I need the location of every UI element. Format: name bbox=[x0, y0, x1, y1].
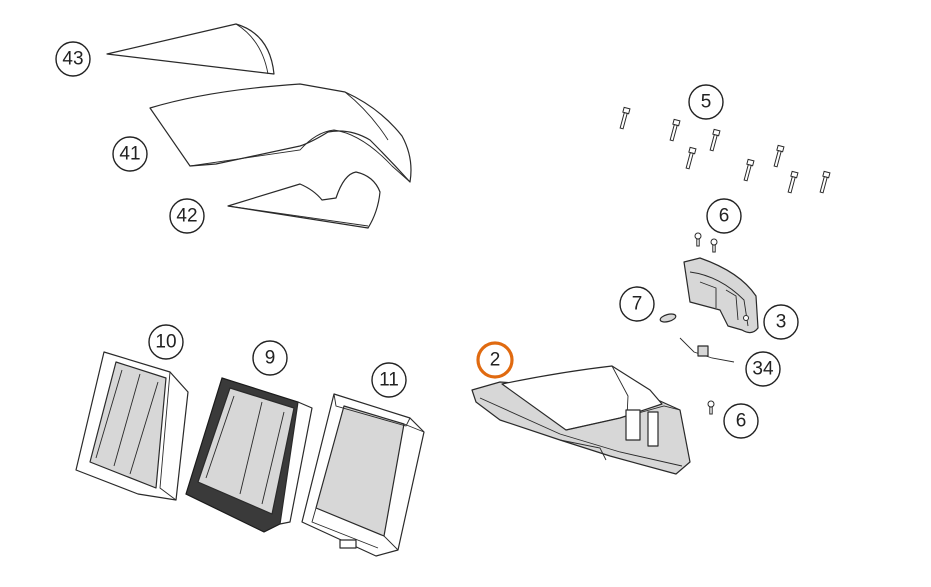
callout-ring bbox=[745, 351, 781, 387]
part-43-pad bbox=[106, 23, 275, 75]
callout-ring bbox=[112, 136, 148, 172]
callout-ring bbox=[706, 198, 742, 234]
callout-ring bbox=[148, 324, 184, 360]
callout-label: 43 bbox=[62, 49, 83, 70]
part-3-bracket bbox=[683, 257, 759, 334]
callout-41: 41 bbox=[112, 136, 148, 172]
callout-2: 2 bbox=[476, 341, 514, 379]
callout-43: 43 bbox=[55, 41, 91, 77]
part-7-clip bbox=[659, 313, 677, 323]
callout-9: 9 bbox=[252, 340, 288, 376]
part-34-sensor bbox=[679, 337, 735, 363]
callout-ring bbox=[371, 362, 407, 398]
callout-label: 3 bbox=[776, 312, 787, 333]
part-11-cage bbox=[301, 393, 425, 557]
callout-5: 5 bbox=[688, 84, 724, 120]
callout-label: 34 bbox=[752, 359, 774, 380]
callout-ring bbox=[688, 84, 724, 120]
callout-label: 7 bbox=[632, 294, 643, 315]
callout-ring bbox=[723, 403, 759, 439]
callout-3: 3 bbox=[763, 304, 799, 340]
callout-7: 7 bbox=[619, 286, 655, 322]
callout-34: 34 bbox=[745, 351, 781, 387]
callout-ring bbox=[619, 286, 655, 322]
callout-6b: 6 bbox=[723, 403, 759, 439]
part-6-small-screws bbox=[694, 232, 718, 253]
part-9-filter bbox=[185, 377, 313, 533]
callout-ring bbox=[55, 41, 91, 77]
callout-label: 41 bbox=[119, 144, 140, 165]
callout-42: 42 bbox=[169, 198, 205, 234]
part-2-airbox-housing bbox=[471, 365, 691, 475]
callout-10: 10 bbox=[148, 324, 184, 360]
callout-label: 42 bbox=[176, 206, 197, 227]
part-10-frame bbox=[75, 351, 189, 501]
callout-11: 11 bbox=[371, 362, 407, 398]
callout-label: 5 bbox=[701, 92, 712, 113]
callout-ring bbox=[252, 340, 288, 376]
callout-label: 6 bbox=[719, 206, 730, 227]
part-41-pad bbox=[149, 83, 412, 183]
part-42-pad bbox=[227, 171, 381, 229]
callout-ring-highlighted bbox=[476, 341, 514, 379]
callout-ring bbox=[763, 304, 799, 340]
callout-label: 2 bbox=[490, 350, 501, 371]
callout-6a: 6 bbox=[706, 198, 742, 234]
callout-ring bbox=[169, 198, 205, 234]
part-5-screws bbox=[619, 106, 831, 194]
callout-layer: 43 41 42 5 6 7 3 34 6 10 9 11 2 bbox=[55, 41, 799, 439]
callout-label: 11 bbox=[379, 370, 399, 391]
part-6-lower-screw bbox=[707, 400, 715, 415]
callout-label: 10 bbox=[155, 332, 176, 353]
callout-label: 6 bbox=[736, 411, 747, 432]
callout-label: 9 bbox=[265, 348, 276, 369]
